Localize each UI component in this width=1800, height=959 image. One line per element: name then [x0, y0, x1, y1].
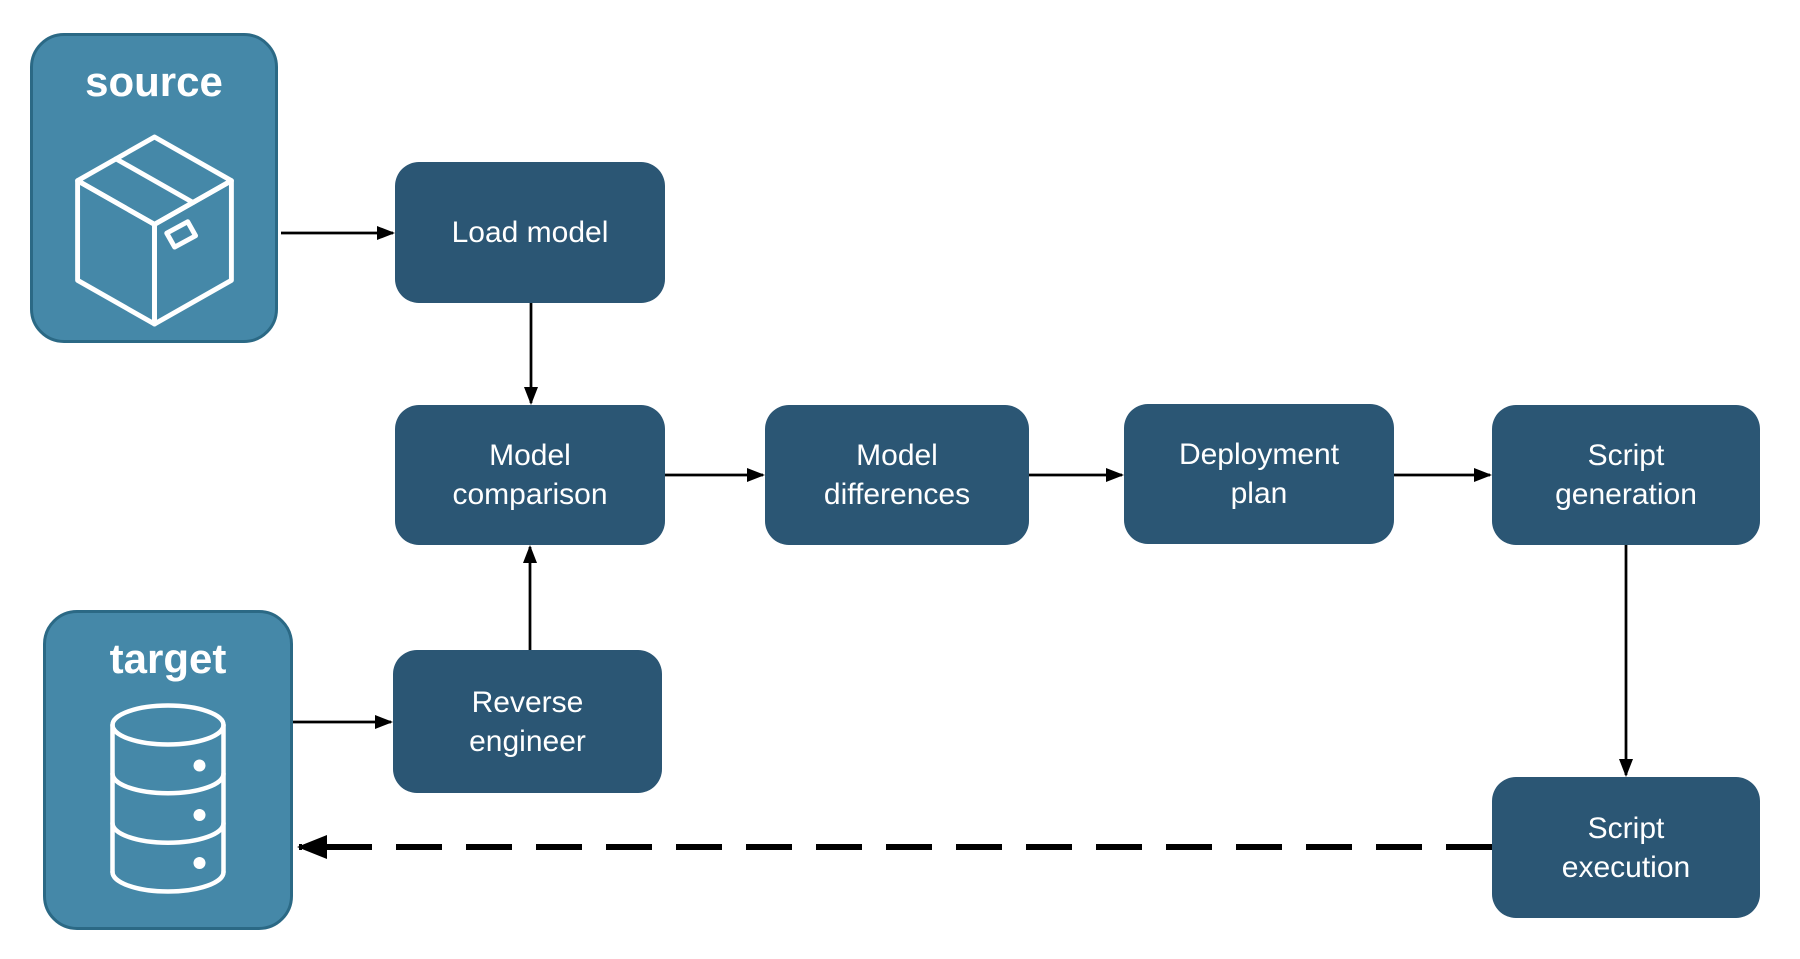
endpoint-target: target [43, 610, 293, 930]
node-model-comparison-label: Model comparison [452, 439, 608, 511]
node-script-execution: Script execution [1492, 777, 1760, 918]
node-reverse-engineer: Reverse engineer [393, 650, 662, 793]
node-model-differences: Model differences [765, 405, 1029, 545]
node-load-model: Load model [395, 162, 665, 303]
endpoint-target-label: target [109, 635, 227, 682]
node-deployment-plan: Deployment plan [1124, 404, 1394, 544]
endpoint-source: source [30, 33, 278, 343]
node-script-generation: Script generation [1492, 405, 1760, 545]
package-icon [74, 134, 234, 327]
node-reverse-engineer-label: Reverse engineer [469, 685, 586, 758]
node-load-model-label: Load model [451, 216, 609, 249]
database-icon [110, 703, 226, 894]
node-script-execution-label: Script execution [1561, 811, 1691, 884]
endpoint-source-label: source [85, 58, 223, 105]
node-model-comparison: Model comparison [395, 405, 665, 545]
node-deployment-plan-label: Deployment plan [1178, 438, 1340, 510]
node-script-generation-label: Script generation [1555, 439, 1697, 511]
node-model-differences-label: Model differences [823, 439, 971, 511]
